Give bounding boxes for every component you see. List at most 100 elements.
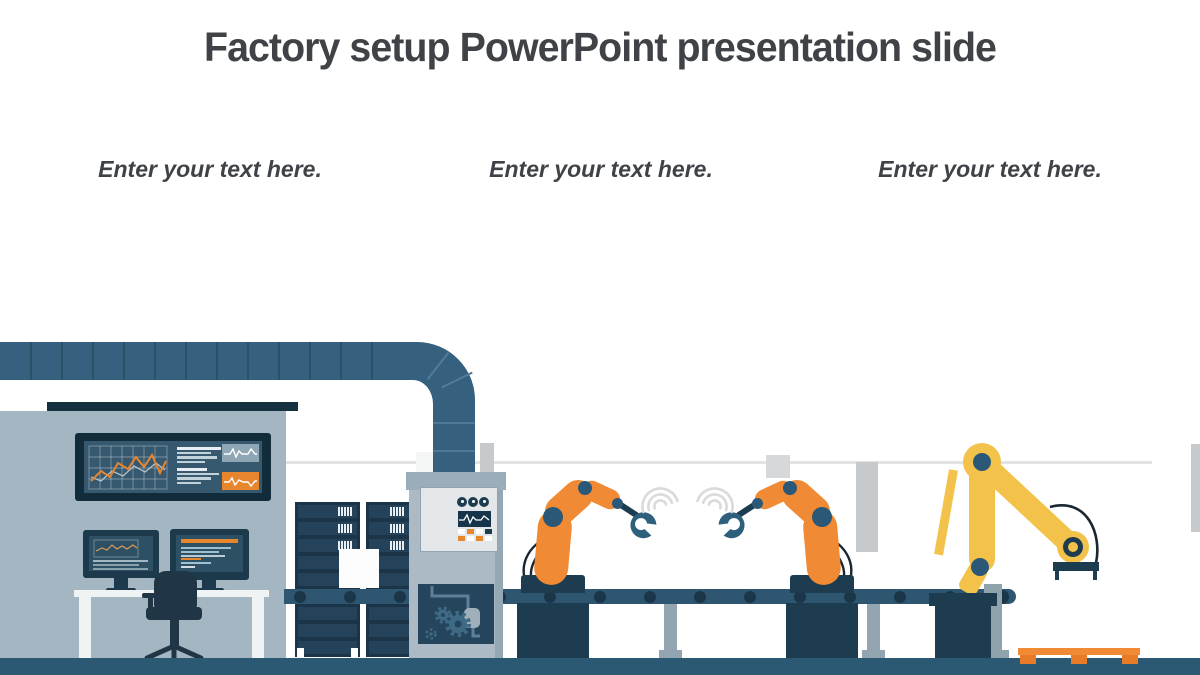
rack-barcode-mark (396, 507, 398, 516)
rack-shelf (369, 641, 409, 654)
pipe-segment-line (216, 342, 218, 380)
rack-barcode-mark (402, 524, 404, 533)
text-placeholder-3[interactable]: Enter your text here. (878, 156, 1102, 182)
robot-support-strut (934, 469, 958, 556)
rack-barcode-mark (402, 541, 404, 550)
robot-elbow-hub (1068, 542, 1078, 552)
indicator-light (467, 536, 474, 541)
pipe-segment-line (154, 342, 156, 380)
belt-leg-foot (659, 650, 682, 659)
rack-shelf (298, 641, 357, 654)
code-line (181, 547, 231, 549)
belt-roller (344, 590, 356, 603)
chair-seat (146, 607, 202, 620)
pipe-segment-line (247, 342, 249, 380)
robot-pedestal (786, 603, 858, 659)
pipe-segment-line (185, 342, 187, 380)
dashboard-text-line (177, 447, 221, 450)
rack-barcode-mark (393, 541, 395, 550)
rack-barcode-mark (396, 541, 398, 550)
rack-barcode-mark (390, 541, 392, 550)
dashboard-text-line (177, 456, 217, 459)
robot-gripper-bar (1053, 562, 1099, 571)
rack-barcode-mark (338, 524, 340, 533)
rack-shelf (369, 607, 409, 620)
rack-barcode-mark (350, 507, 352, 516)
vent-box (416, 452, 433, 473)
robot-pedestal (517, 603, 589, 659)
code-line (181, 554, 225, 557)
pipe-segment-line (371, 342, 373, 380)
rack-barcode-mark (344, 524, 346, 533)
dashboard-alert-panel (222, 472, 259, 490)
pipe-segment-line (61, 342, 63, 380)
pipe-segment-line (278, 342, 280, 380)
desk-leg (252, 597, 264, 658)
robot-gripper-claw (623, 505, 663, 545)
code-line (181, 566, 195, 568)
belt-roller (294, 590, 306, 603)
rack-barcode-mark (399, 541, 401, 550)
dashboard-line-chart (88, 445, 168, 490)
indicator-light (458, 529, 465, 534)
belt-roller (894, 590, 906, 603)
dashboard-text-line (177, 472, 219, 475)
machine-side-shade (495, 490, 503, 659)
belt-roller (394, 590, 406, 603)
rack-foot (297, 648, 304, 658)
machine-indicator-lights (458, 529, 492, 542)
roof-bar (47, 402, 298, 411)
hanging-box (766, 455, 790, 478)
robot-gripper-claw (712, 505, 752, 545)
text-placeholder-2[interactable]: Enter your text here. (489, 156, 713, 182)
code-title-bar (181, 539, 238, 543)
slide-title[interactable]: Factory setup PowerPoint presentation sl… (203, 24, 997, 70)
robot-joint (578, 481, 592, 495)
pipe-horizontal (0, 342, 414, 380)
robot-base-plate (929, 593, 997, 606)
pipe-segment-line (340, 342, 342, 380)
rack-barcode-mark (341, 524, 343, 533)
rack-barcode-mark (399, 507, 401, 516)
robot-joint (812, 507, 832, 527)
wall-column-right-edge (1191, 444, 1200, 532)
pallet-block (1122, 655, 1138, 664)
belt-roller (594, 590, 606, 603)
right-monitor-stand (202, 580, 216, 589)
rack-barcode-mark (390, 507, 392, 516)
pallet-block (1020, 655, 1036, 664)
rack-barcode-mark (344, 507, 346, 516)
robot-joint (752, 498, 763, 509)
dashboard-waveform-panel (222, 444, 259, 462)
robot-arm-icon (680, 455, 880, 660)
screen-text-line (93, 560, 148, 562)
dashboard-text-line (177, 451, 211, 454)
chair-armrest-post (148, 595, 153, 609)
robot-gripper-prong (1093, 571, 1097, 580)
code-lines (181, 547, 241, 571)
robot-joint (971, 558, 989, 576)
robot-cables (1040, 495, 1110, 570)
rack-barcode-mark (341, 541, 343, 550)
wifi-signal-icon (694, 477, 742, 515)
pipe-segment-line (433, 450, 475, 452)
robot-arm-icon (495, 455, 695, 660)
rack-barcode-mark (350, 541, 352, 550)
pipe-vertical (433, 400, 475, 474)
text-placeholder-1[interactable]: Enter your text here. (98, 156, 322, 182)
indicator-light (467, 529, 474, 534)
rack-barcode-mark (393, 507, 395, 516)
gauge-needle (483, 500, 486, 503)
factory-floor (0, 658, 1200, 675)
rack-barcode-mark (347, 524, 349, 533)
machine-waveform-display (458, 511, 491, 527)
belt-roller (544, 590, 556, 603)
paper-sheet (339, 549, 379, 588)
robot-pedestal (935, 604, 991, 659)
rack-shelf (369, 624, 409, 637)
rack-shelf (298, 624, 357, 637)
belt-leg-foot (862, 650, 885, 659)
rack-barcode-mark (393, 524, 395, 533)
rack-barcode-mark (347, 507, 349, 516)
